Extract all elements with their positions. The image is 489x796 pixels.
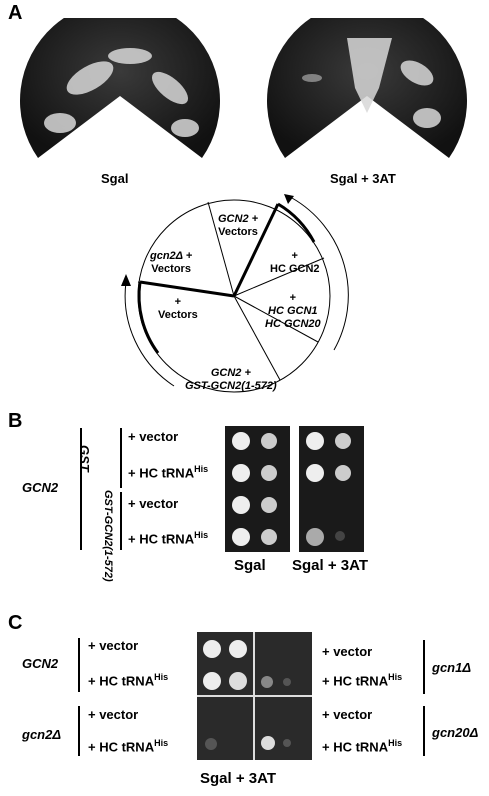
plate-b-sgal-3at-label: Sgal + 3AT (292, 557, 368, 574)
bracket-gcn2-c (78, 638, 80, 692)
bracket-gcn20-deletion (423, 706, 425, 756)
bracket-gcn1-deletion (423, 640, 425, 694)
strain-gcn2-deletion-label: gcn2Δ (22, 727, 62, 742)
plate-sgal-3at-label: Sgal + 3AT (330, 171, 396, 186)
left-row-hc-1: + HC tRNAHis (88, 672, 169, 689)
row-hc-trna-1: + HC tRNAHis (128, 464, 209, 481)
group-gst-gcn2-label: GST-GCN2(1-572) (102, 490, 114, 582)
plate-sgal-3at-image (267, 18, 467, 158)
bracket-gcn2 (80, 428, 82, 550)
plate-b-sgal-label: Sgal (234, 557, 266, 574)
plate-sgal-label: Sgal (101, 171, 129, 186)
right-row-vector-2: + vector (322, 707, 373, 722)
plate-c-sgal-3at (197, 632, 312, 760)
plate-layout-diagram (121, 194, 349, 393)
plate-b-sgal-3at (299, 426, 364, 552)
right-row-hc-1: + HC tRNAHis (322, 672, 403, 689)
plate-sgal-image (20, 18, 220, 158)
right-row-vector-1: + vector (322, 644, 373, 659)
plate-c-label: Sgal + 3AT (200, 770, 276, 787)
panel-c-letter: C (8, 612, 23, 634)
bracket-gst-gcn2 (120, 492, 122, 550)
wedge-hc-gcn1-gcn20: + HC GCN1 HC GCN20 (265, 292, 321, 330)
strain-gcn1-deletion-label: gcn1Δ (432, 660, 472, 675)
row-hc-trna-2: + HC tRNAHis (128, 530, 209, 547)
wedge-gcn2-deletion: gcn2Δ + Vectors (150, 250, 193, 275)
bracket-gst (120, 428, 122, 488)
wedge-hc-gcn2: + HC GCN2 (270, 250, 320, 275)
left-row-vector-1: + vector (88, 638, 139, 653)
row-vector-2: + vector (128, 496, 179, 511)
bracket-gcn2-deletion (78, 706, 80, 756)
strain-gcn2-label: GCN2 (22, 656, 59, 671)
right-row-hc-2: + HC tRNAHis (322, 738, 403, 755)
left-row-vector-2: + vector (88, 707, 139, 722)
group-gst-label: GST (77, 445, 92, 472)
panel-b-letter: B (8, 410, 23, 432)
plate-b-sgal (225, 426, 290, 552)
strain-gcn20-deletion-label: gcn20Δ (432, 725, 479, 740)
panel-b-strain-label: GCN2 (22, 480, 59, 495)
wedge-gst-gcn2: GCN2 + GST-GCN2(1-572) (185, 367, 277, 392)
wedge-gcn2-vectors: GCN2 + Vectors (218, 213, 259, 238)
row-vector-1: + vector (128, 429, 179, 444)
left-row-hc-2: + HC tRNAHis (88, 738, 169, 755)
panel-a-letter: A (8, 2, 23, 24)
wedge-vectors: + Vectors (158, 296, 198, 321)
